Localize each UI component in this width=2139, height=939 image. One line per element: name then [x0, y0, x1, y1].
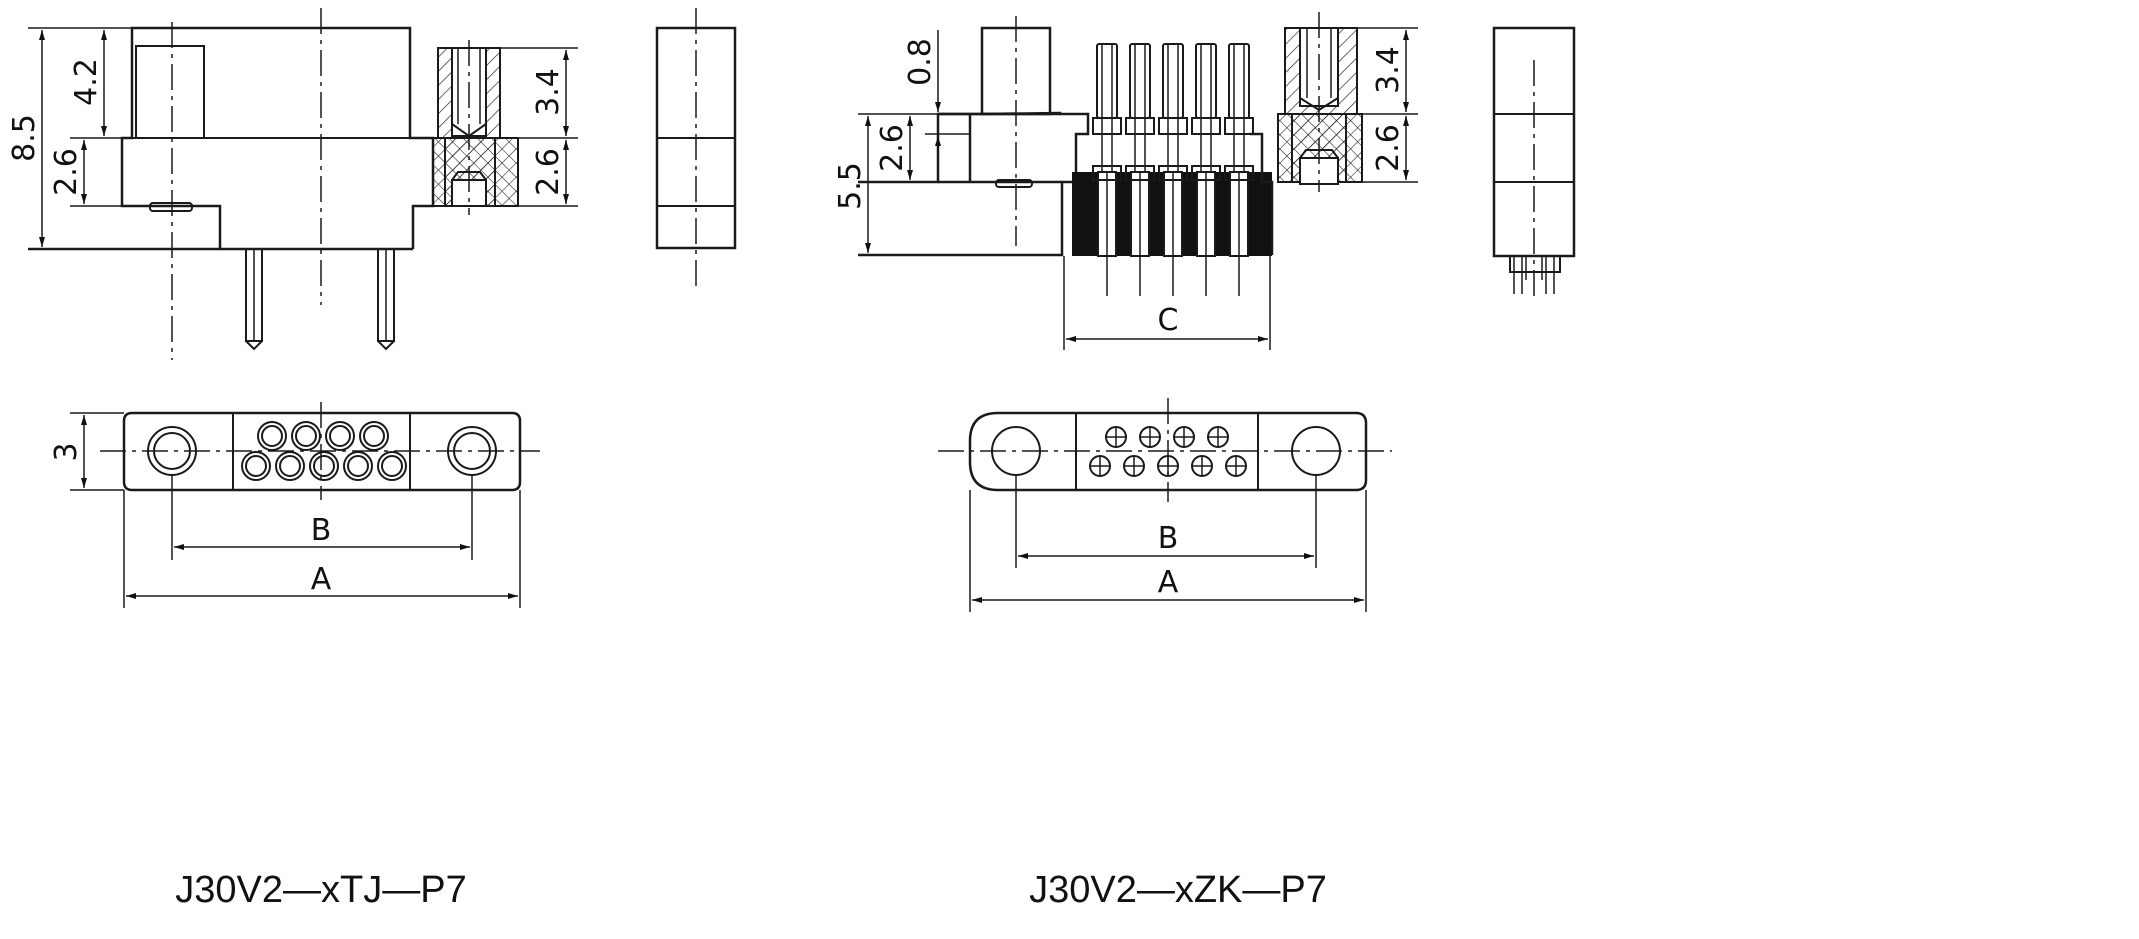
dim-width-label-right: A	[1158, 565, 1179, 600]
left-contact-holes	[241, 421, 407, 481]
left-drawing-title: J30V2—xTJ—P7	[175, 869, 466, 911]
dim-upper-height: 4.2	[69, 58, 104, 106]
dim-bottom-depth: 3	[49, 442, 84, 461]
dim-lower-height: 2.6	[49, 148, 84, 196]
dim-pin-span-label: C	[1158, 303, 1179, 338]
right-bottom-view: B A	[938, 398, 1392, 612]
dim-top-offset: 0.8	[903, 38, 938, 86]
dim-screw-lower-right: 2.6	[1371, 124, 1406, 172]
right-end-view	[1492, 26, 1576, 298]
dim-total-height: 8.5	[7, 114, 42, 162]
dim-mid-height: 2.6	[875, 124, 910, 172]
dim-width-label: A	[311, 562, 332, 597]
left-end-view	[655, 8, 737, 286]
left-side-view: 8.5 4.2 2.6 3.4 2.6	[7, 8, 578, 360]
right-pins	[1072, 43, 1272, 296]
right-side-view: 0.8 2.6 5.5 3.4 2.6 C	[833, 12, 1418, 350]
dim-screw-upper: 3.4	[531, 68, 566, 116]
dim-total-height-right: 5.5	[833, 162, 868, 210]
dim-pitch-label: B	[311, 513, 332, 548]
dim-screw-lower: 2.6	[531, 148, 566, 196]
right-drawing-title: J30V2—xZK—P7	[1029, 869, 1327, 911]
left-bottom-view: 3 B A	[49, 402, 540, 608]
dim-screw-upper-right: 3.4	[1371, 46, 1406, 94]
dim-pitch-label-right: B	[1158, 521, 1179, 556]
